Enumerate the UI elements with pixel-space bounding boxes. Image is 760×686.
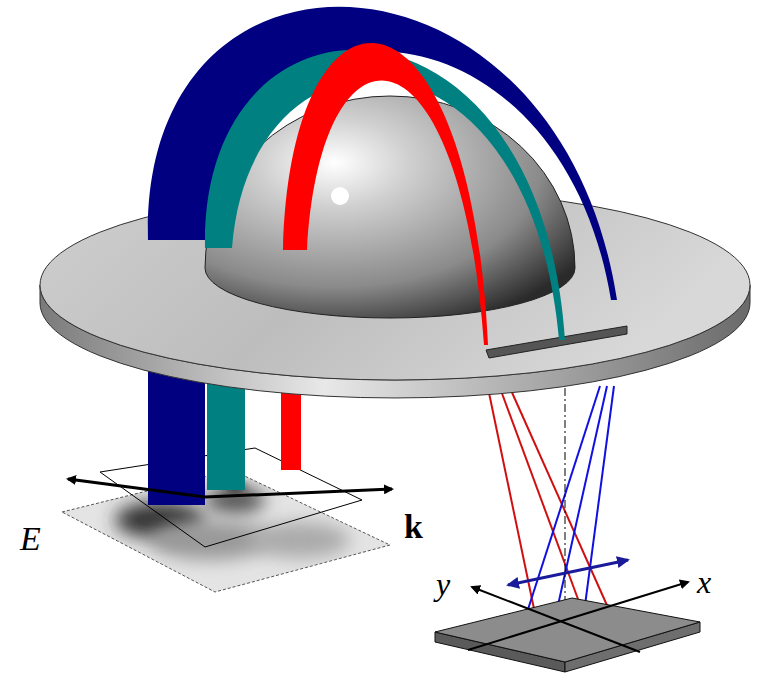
energy-axis bbox=[68, 479, 205, 497]
momentum-axis bbox=[205, 489, 392, 497]
sample-plate bbox=[435, 598, 700, 672]
electron-trajectories bbox=[488, 386, 614, 632]
axis-label: k bbox=[404, 510, 423, 544]
electron-arc bbox=[283, 43, 488, 345]
axis-label: y bbox=[436, 568, 450, 600]
x-axis bbox=[468, 582, 688, 650]
y-axis bbox=[472, 587, 640, 652]
scan-arrow bbox=[508, 560, 628, 585]
axis-label: x bbox=[697, 566, 711, 598]
axis-label: E bbox=[20, 522, 41, 556]
electron-arc bbox=[205, 50, 565, 340]
entrance-slit bbox=[486, 326, 627, 358]
optical-axis bbox=[565, 388, 566, 600]
highlight bbox=[331, 187, 349, 205]
